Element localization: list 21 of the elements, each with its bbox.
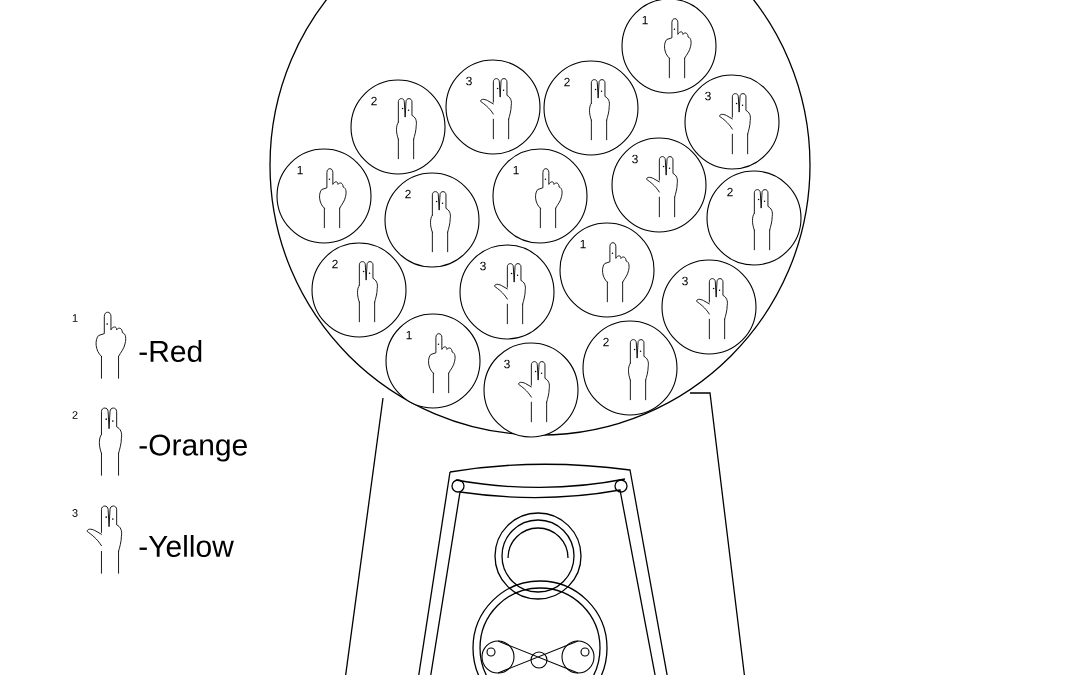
legend-number: 1 [72,314,78,322]
legend-label: -Red [139,340,202,362]
gumball: 2 [311,242,407,338]
gumball: 1 [559,222,655,318]
gumball: 1 [385,313,481,409]
gumball: 1 [276,148,372,244]
legend-label: -Orange [139,434,247,462]
legend-number: 3 [72,509,78,517]
gumball: 3 [684,74,780,170]
legend-label: -Yellow [139,535,234,557]
gumball: 3 [661,259,757,355]
gumball: 2 [706,170,802,266]
gumball: 2 [350,79,446,175]
gumball: 2 [384,172,480,268]
gumball: 3 [445,59,541,155]
gumball: 2 [582,320,678,416]
gumball: 3 [611,137,707,233]
legend-number: 2 [72,411,78,419]
gumball: 3 [459,244,555,340]
gumball: 2 [543,60,639,156]
gumball: 3 [483,342,579,438]
